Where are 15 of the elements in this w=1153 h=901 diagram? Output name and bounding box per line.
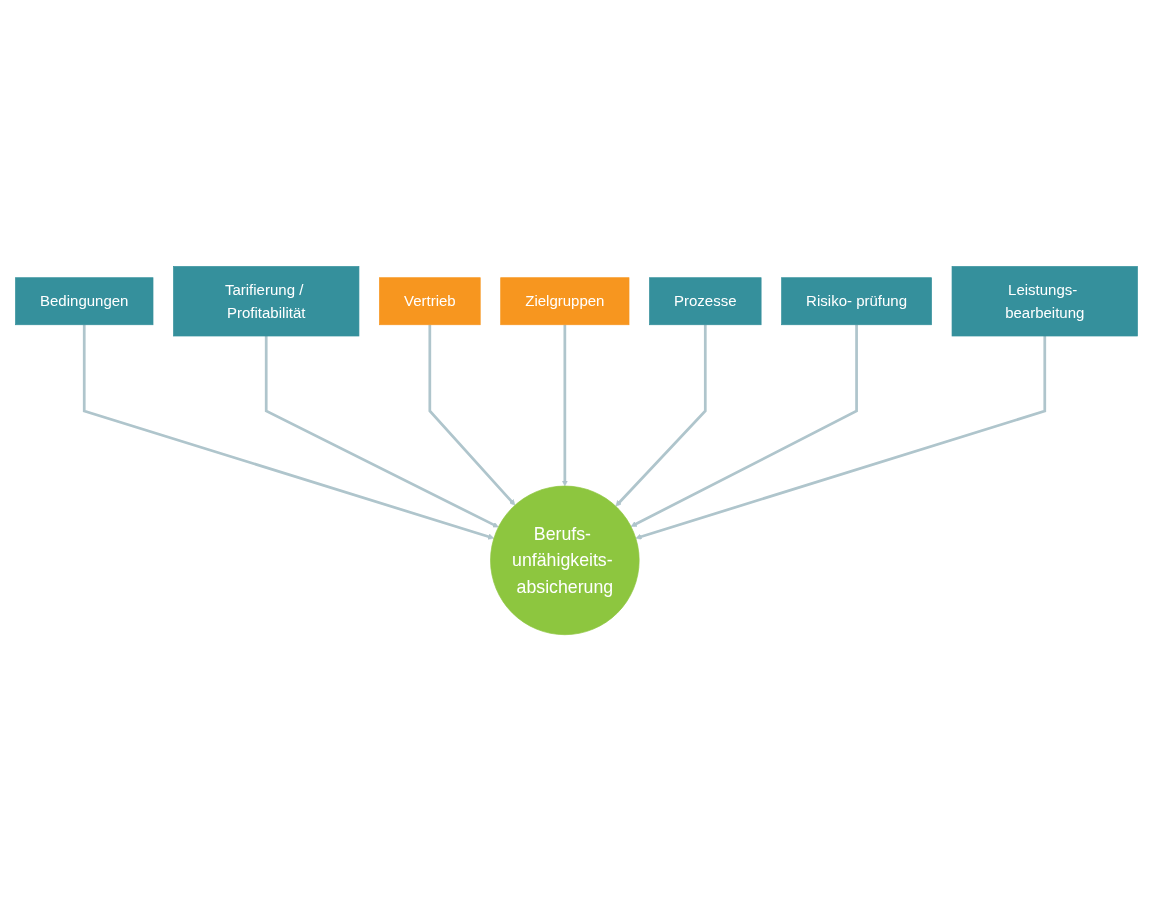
arrow	[615, 324, 707, 507]
arrow	[82, 324, 495, 540]
arrow	[630, 324, 858, 527]
node-circle: Berufs- unfähigkeits- absicherung	[490, 485, 640, 635]
node-box: Risiko- prüfung	[781, 277, 932, 325]
arrow	[635, 335, 1047, 540]
node-box: Leistungs- bearbeitung	[951, 266, 1138, 337]
node-box: Prozesse	[649, 277, 762, 325]
arrow	[561, 324, 568, 487]
node-box: Tarifierung / Profitabilität	[173, 266, 360, 337]
arrow	[264, 335, 499, 528]
arrow	[428, 324, 516, 506]
node-box: Zielgruppen	[500, 277, 630, 325]
node-box: Bedingungen	[15, 277, 154, 325]
node-box: Vertrieb	[379, 277, 481, 325]
